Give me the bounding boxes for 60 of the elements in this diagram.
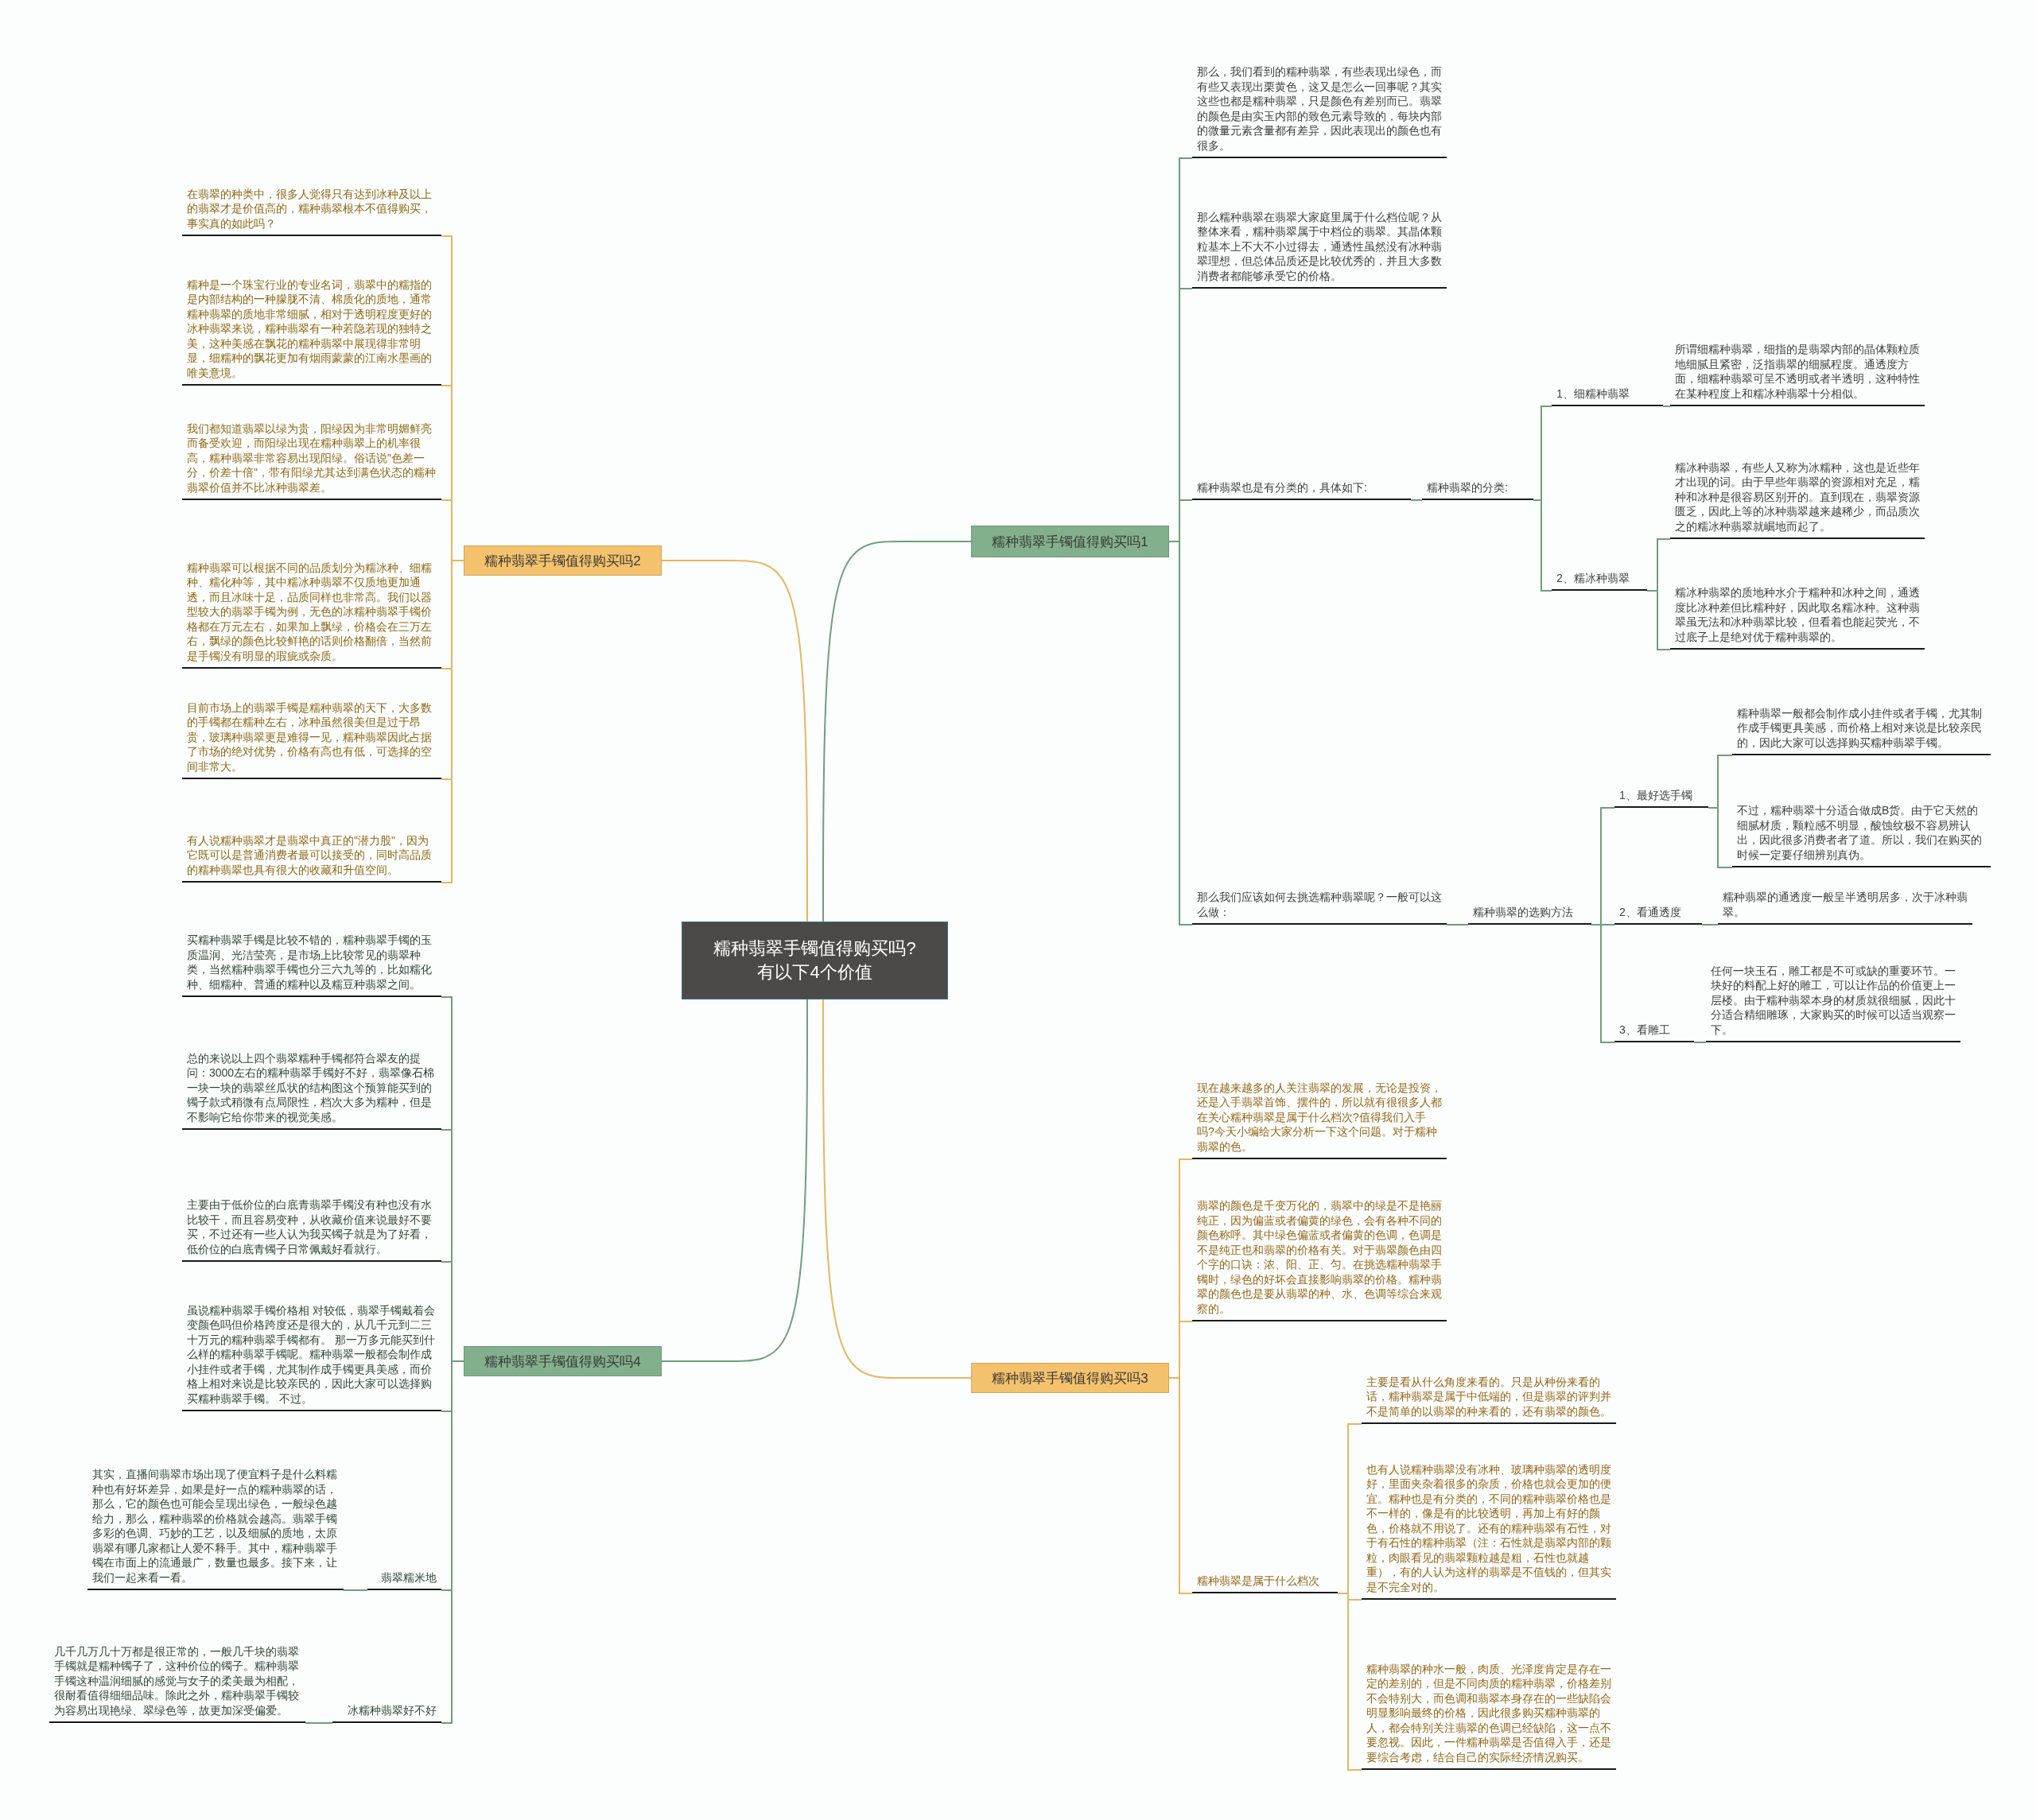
connector-line [1662, 406, 1671, 407]
topic-text: 糯种翡翠可以根据不同的品质划分为糯冰种、细糯种、糯化种等，其中糯冰种翡翠不仅质地更加通透，而且冰味十足，品质同样也非常高。我们以器型较大的翡翠手镯为例，无色的冰糯种翡翠手镯价格都在万元左右，如果加上飘绿，价格会在三万左右，飘绿的颜色比较鲜艳的话则价格翻倍，当然前是手镯没有明显的瑕疵或杂质。 [182, 560, 441, 669]
topic-text: 虽说糯种翡翠手镯价格相 对较低，翡翠手镯戴着会变颜色吗但价格跨度还是很大的，从几千元到二三十万元的糯种翡翠手镯都有。 那一万多元能买到什么样的糯种翡翠手镯呢。糯种翡翠一般都会制作成小挂件或者手镯，尤其制作成手镯更具美感，而价格上相对来说是比较亲民的，因此大家可以选择购买糯种翡翠手镯。 不过。 [182, 1302, 441, 1411]
topic-text: 主要是看从什么角度来看的。只是从种份来看的话，糯种翡翠是属于中低端的，但是翡翠的评判并不是简单的以翡翠的种来看的，还有翡翠的颜色。 [1362, 1374, 1616, 1424]
connector-line [822, 541, 972, 922]
topic-text: 在翡翠的种类中，很多人觉得只有达到冰种及以上的翡翠才是价值高的，糯种翡翠根本不值得购买，事实真的如此吗？ [182, 186, 441, 236]
connector-line [1591, 924, 1615, 1043]
connector-line [1533, 499, 1552, 592]
topic-text: 糯种翡翠的种水一般，肉质、光泽度肯定是存在一定的差别的，但是不同肉质的糯种翡翠，价格差别不会特别大，而色调和翡翠本身存在的一些缺陷会明显影响最终的价格，因此很多购买糯种翡翠的人，都会特别关注翡翠的色调已经缺陷，这一点不要忽视。因此，一件糯种翡翠是否值得入手，还是要综合考虑，结合自己的实际经济情况购买。 [1362, 1661, 1616, 1770]
central-topic: 糯种翡翠手镯值得购买吗?有以下4个价值 [682, 922, 948, 999]
topic-text: 糯冰种翡翠，有些人又称为冰糯种，这也是近些年才出现的词。由于早些年翡翠的资源相对充足，糯种和冰种是很容易区别开的。直到现在，翡翠资源匮乏，因此上等的冰种翡翠越来越稀少，而品质次之的糯冰种翡翠就崛地而起了。 [1670, 460, 1925, 539]
topic-text: 翡翠糯米地 [367, 1570, 441, 1590]
topic-text: 3、看雕工 [1614, 1022, 1694, 1042]
topic-text: 1、细糯种翡翠 [1552, 386, 1663, 406]
branch-topic: 糯种翡翠手镯值得购买吗4 [464, 1346, 662, 1376]
topic-text: 我们都知道翡翠以绿为贵，阳绿因为非常明媚鲜亮而备受欢迎，而阳绿出现在糯种翡翠上的机率很高，糯种翡翠非常容易出现阳绿。俗话说"色差一分，价差十倍"，带有阳绿尤其达到满色状态的糯种翡翠价值并不比冰种翡翠差。 [182, 421, 441, 500]
topic-text: 所谓细糯种翡翠，细指的是翡翠内部的晶体颗粒质地细腻且紧密，泛指翡翠的细腻程度。通透度方面，细糯种翡翠可呈不透明或者半透明，这种特性在某种程度上和糯冰种翡翠十分相似。 [1670, 342, 1925, 406]
topic-text: 糯种翡翠的选购方法 [1468, 904, 1591, 925]
branch-topic: 糯种翡翠手镯值得购买吗1 [971, 526, 1169, 557]
topic-text: 那么糯种翡翠在翡翠大家庭里属于什么档位呢？从整体来看，糯种翡翠属于中档位的翡翠。其晶体颗粒基本上不大不小过得去，通透性虽然没有冰种翡翠理想，但总体品质还是比较优秀的，并且大多数消费者都能够承受它的价格。 [1192, 209, 1447, 289]
topic-text: 冰糯种翡翠好不好 [332, 1702, 441, 1723]
topic-text: 任何一块玉石，雕工都是不可或缺的重要环节。一块好的料配上好的雕工，可以让作品的价值更上一层楼。由于糯种翡翠本身的材质就很细腻，因此十分适合精细雕琢，大家购买的时候可以适当观察一下。 [1706, 963, 1960, 1042]
branch-topic: 糯种翡翠手镯值得购买吗3 [971, 1363, 1169, 1393]
topic-text: 现在越来越多的人关注翡翠的发展，无论是投资，还是入手翡翠首饰、摆件的，所以就有很很多人都在关心糯种翡翠是属于什么档次?值得我们入手吗?今天小编给大家分析一下这个问题。对于糯种翡翠的色。 [1192, 1080, 1447, 1159]
connector-line [1701, 924, 1719, 926]
topic-text: 总的来说以上四个翡翠糯种手镯都符合翠友的提问：3000左右的糯种翡翠手镯好不好，翡翠像石棉一块一块的翡翠丝瓜状的结构图这个预算能买到的镯子款式稍微有点局限性，档次大多为糯种，但是不影响它给你带来的视觉美感。 [182, 1050, 441, 1130]
connector-line [1168, 1377, 1193, 1594]
connector-line [1337, 1593, 1362, 1771]
connector-line [343, 1589, 368, 1591]
connector-line [661, 999, 808, 1362]
connector-line [1693, 1042, 1707, 1043]
topic-text: 有人说糯种翡翠才是翡翠中真正的"潜力股"，因为它既可以是普通消费者最可以接受的，同时高品质的糯种翡翠也具有很大的收藏和升值空间。 [182, 832, 441, 883]
connector-line [1708, 807, 1733, 868]
topic-text: 主要由于低价位的白底青翡翠手镯没有种也没有水比较干，而且容易变种，从收藏价值来说最好不要买，不过还有一些人认为我买镯子就是为了好看，低价位的白底青镯子日常佩戴好看就行。 [182, 1197, 441, 1262]
topic-text: 糯种翡翠是属于什么档次 [1192, 1573, 1338, 1593]
topic-text: 糯种翡翠的分类: [1422, 479, 1533, 500]
topic-text: 那么我们应该如何去挑选糯种翡翠呢？一般可以这么做： [1192, 890, 1447, 925]
connector-line [1646, 590, 1671, 650]
topic-text: 2、糯冰种翡翠 [1552, 570, 1647, 591]
topic-text: 不过，糯种翡翠十分适合做成B货。由于它天然的细腻材质，颗粒感不明显，酸蚀纹极不容易辨认出，因此很多消费者者了道。所以，我们在购买的时候一定要仔细辨别真伪。 [1732, 803, 1991, 867]
topic-text: 目前市场上的翡翠手镯是糯种翡翠的天下，大多数的手镯都在糯种左右，冰种虽然很美但是过于昂贵，玻璃种翡翠更是难得一见，糯种翡翠因此占据了市场的绝对优势，价格有高也有低，可选择的空间非常大。 [182, 700, 441, 779]
topic-text: 1、最好选手镯 [1614, 787, 1708, 808]
topic-text: 2、看通透度 [1614, 904, 1702, 925]
topic-text: 那么，我们看到的糯种翡翠，有些表现出绿色，而有些又表现出栗黄色，这又是怎么一回事呢？其实这些也都是糯种翡翠，只是颜色有差别而已。翡翠的颜色是由实玉内部的致色元素导致的，每块内部的微量元素含量都有差异，因此表现出的颜色也有很多。 [1192, 64, 1447, 158]
topic-text: 翡翠的颜色是千变万化的，翡翠中的绿是不是艳丽纯正，因为偏蓝或者偏黄的绿色，会有各种不同的颜色称呼。其中绿色偏蓝或者偏黄的色调，色调是不是纯正也和翡翠的价格有关。对于翡翠颜色由四个字的口诀：浓、阳、正、匀。在挑选糯种翡翠手镯时，绿色的好坏会直接影响翡翠的价格。糯种翡翠的颜色也是要从翡翠的种、水、色调等综合来观察的。 [1192, 1198, 1447, 1321]
connector-line [661, 560, 808, 922]
connector-line [822, 999, 972, 1379]
topic-text: 糯冰种翡翠的质地种水介于糯种和冰种之间，通透度比冰种差但比糯种好，因此取名糯冰种。这种翡翠虽无法和冰种翡翠比较，但看着也能起荧光，不过底子上是绝对优于糯种翡翠的。 [1670, 585, 1925, 650]
topic-text: 糯种翡翠也是有分类的，具体如下: [1192, 479, 1411, 500]
topic-text: 买糯种翡翠手镯是比较不错的，糯种翡翠手镯的玉质温润、光洁莹亮，是市场上比较常见的翡翠种类，当然糯种翡翠手镯也分三六九等的，比如糯化种、细糯种、普通的糯种以及糯豆种翡翠之间。 [182, 933, 441, 997]
topic-text: 糯种翡翠的通透度一般呈半透明居多，次于冰种翡翠。 [1718, 890, 1972, 925]
connector-line [1446, 924, 1469, 926]
topic-text: 几千几万几十万都是很正常的，一般几千块的翡翠手镯就是糯种镯子了，这种价位的镯子。糯种翡翠手镯这种温润细腻的感觉与女子的柔美最为相配，很耐看值得细细品味。除此之外，糯种翡翠手镯较为容易出现艳绿、翠绿色等，故更加深受偏爱。 [49, 1643, 305, 1723]
topic-text: 其实，直播间翡翠市场出现了便宜料子是什么料糯种也有好坏差异，如果是好一点的糯种翡翠的话，那么，它的颜色也可能会呈现出绿色，一般绿色越给力，那么，糯种翡翠的价格就会越高。翡翠手镯多彩的色调、巧妙的工艺，以及细腻的质地，太原翡翠有哪几家都让人爱不释手。其中，糯种翡翠手镯在市面上的流通最广，数量也最多。接下来，让我们一起来看一看。 [87, 1467, 344, 1590]
connector-line [305, 1722, 333, 1724]
topic-text: 也有人说糯种翡翠没有冰种、玻璃种翡翠的透明度好，里面夹杂着很多的杂质，价格也就会更加的便宜。糯种也是有分类的，不同的糯种翡翠价格也是不一样的，像是有的比较透明，再加上有好的颜色，价格就不用说了。还有的糯种翡翠有石性，对于有石性的糯种翡翠（注：石性就是翡翠内部的颗粒，肉眼看见的翡翠颗粒越是粗，石性也就越重），有的人认为这样的翡翠是不值钱的，但其实是不完全对的。 [1362, 1461, 1616, 1600]
topic-text: 糯种翡翠一般都会制作成小挂件或者手镯，尤其制作成手镯更具美感，而价格上相对来说是比较亲民的，因此大家可以选择购买糯种翡翠手镯。 [1732, 705, 1991, 755]
branch-topic: 糯种翡翠手镯值得购买吗2 [464, 545, 662, 576]
topic-text: 糯种是一个珠宝行业的专业名词，翡翠中的糯指的是内部结构的一种朦胧不清、棉质化的质地，通常糯种翡翠的质地非常细腻，相对于透明程度更好的冰种翡翠来说，糯种翡翠有一种若隐若现的独特之美，这种美感在飘花的糯种翡翠中展现得非常明显，细糯种的飘花更加有烟雨蒙蒙的江南水墨画的唯美意境。 [182, 277, 441, 386]
connector-line [1410, 499, 1423, 501]
